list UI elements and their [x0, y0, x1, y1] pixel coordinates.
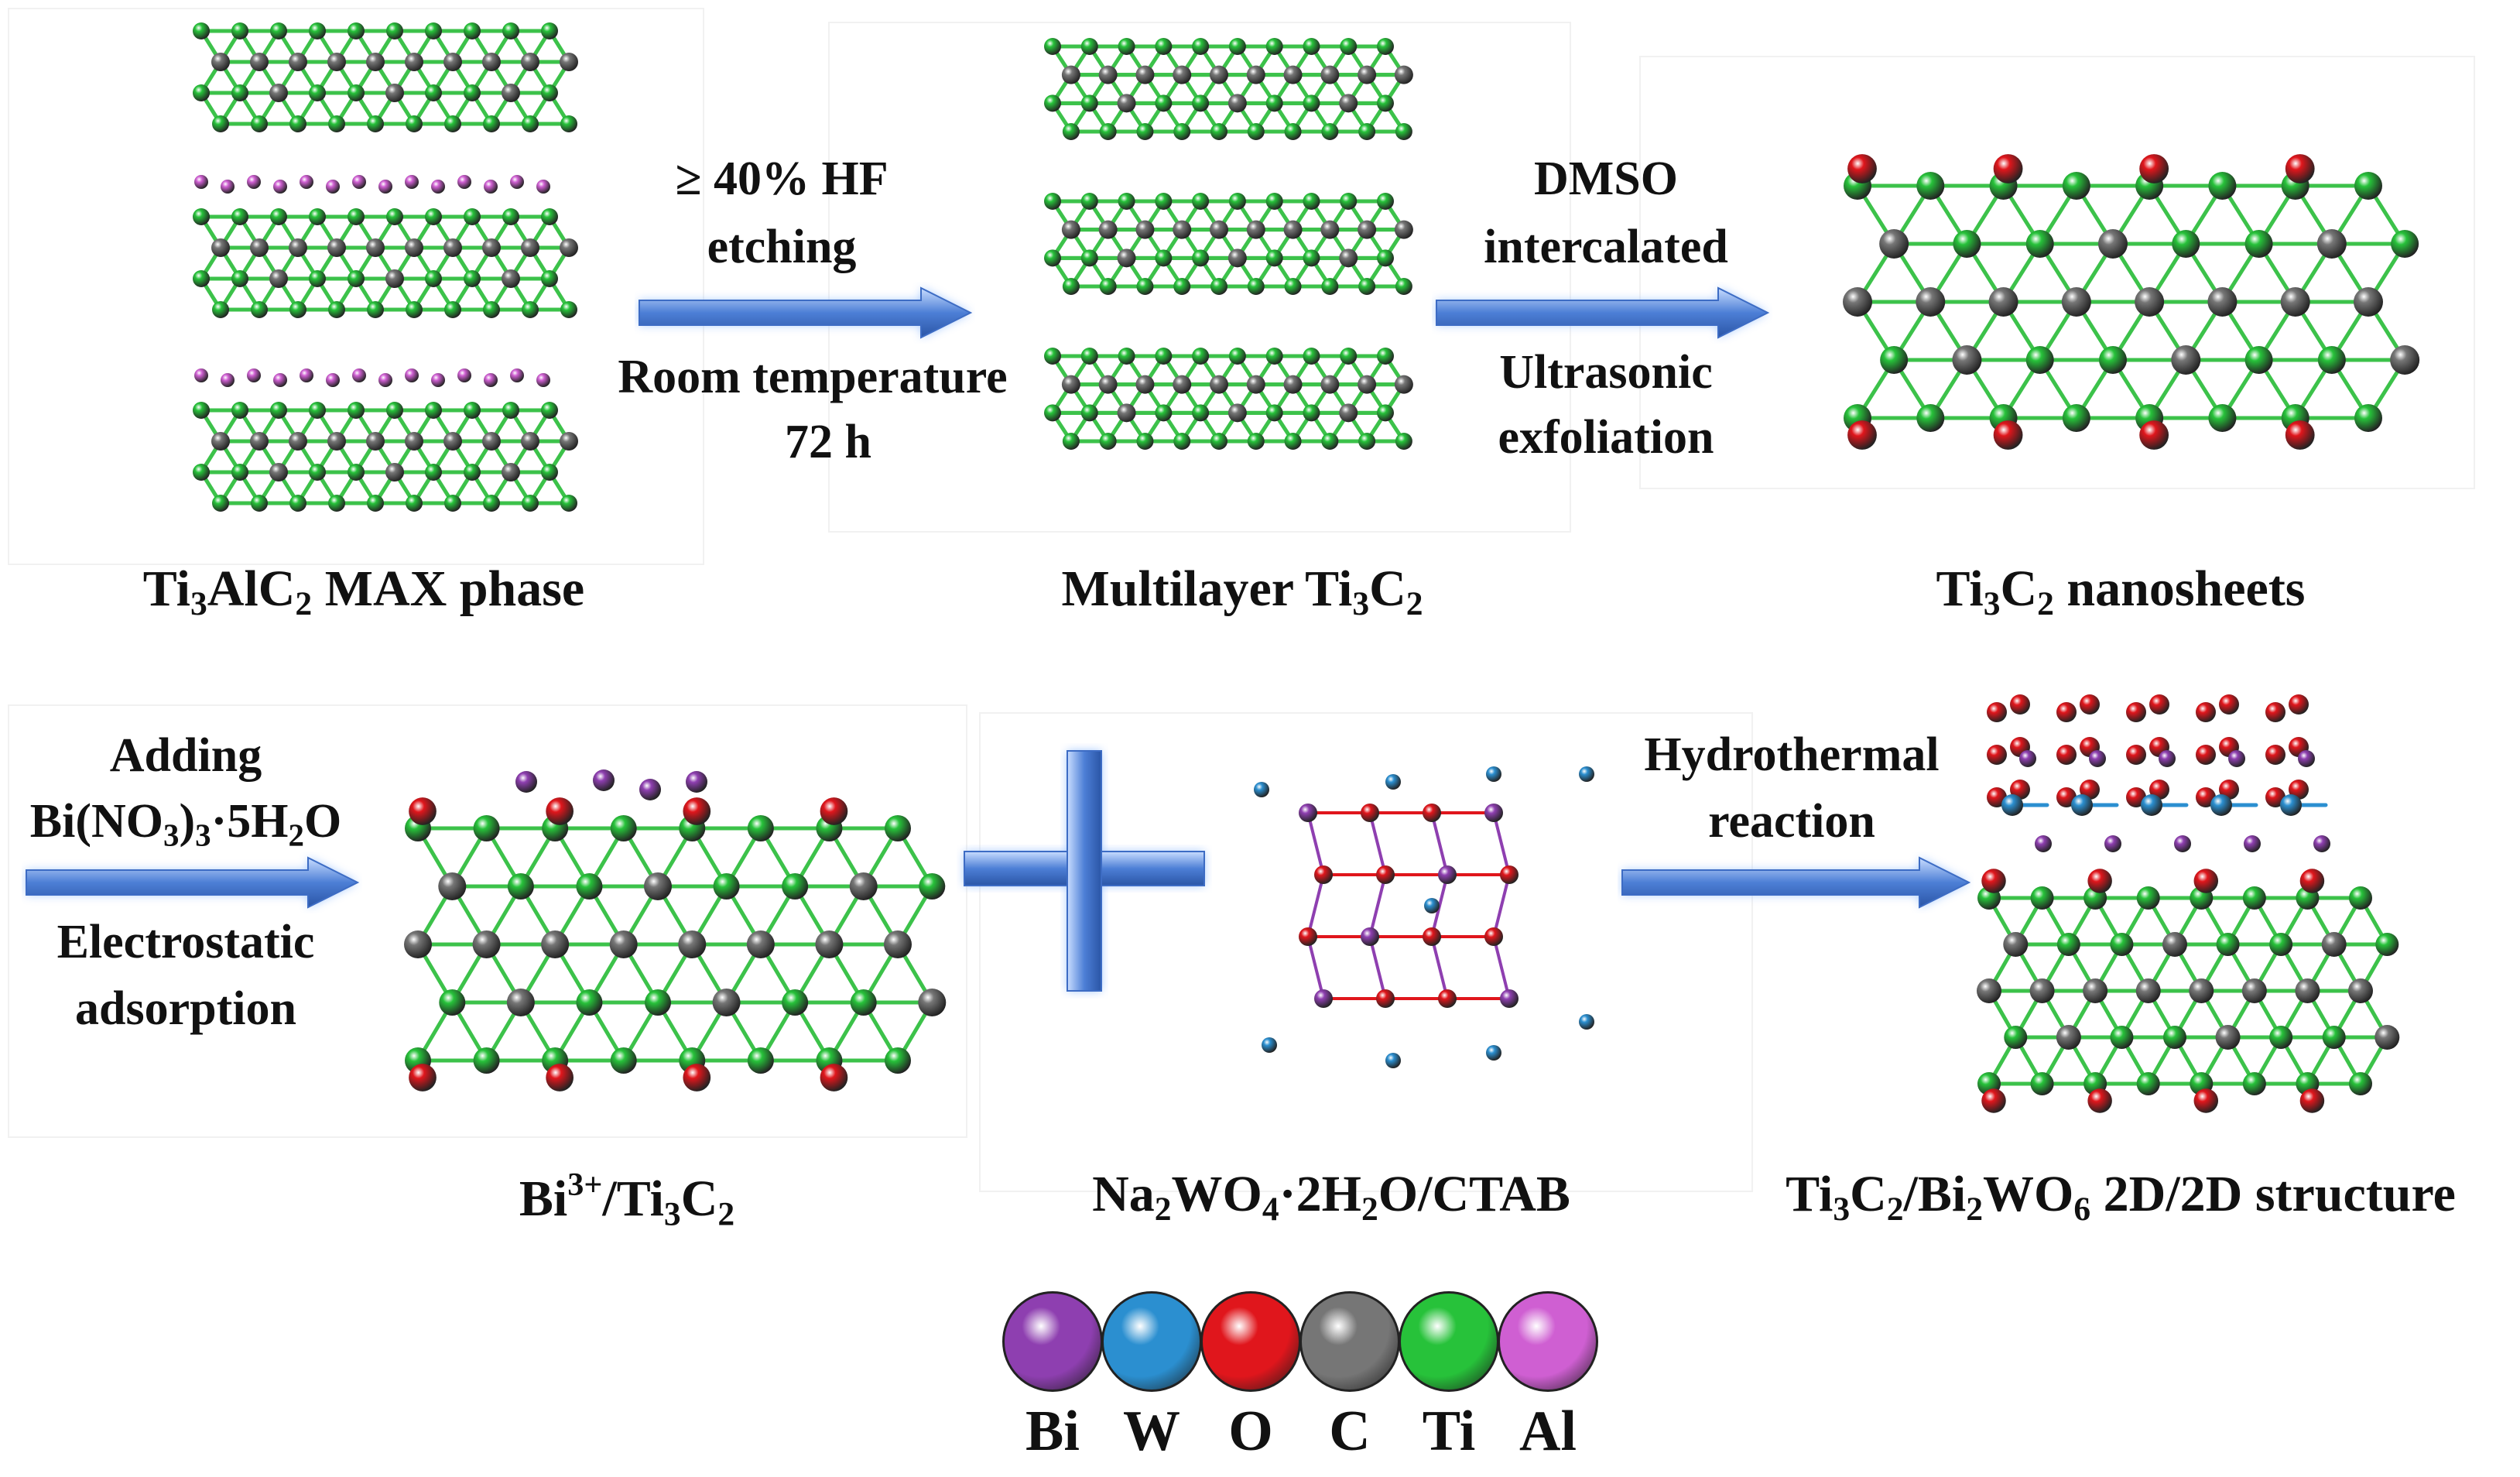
multilayer-frame: [828, 22, 1571, 533]
nanosheets-frame: [1639, 56, 2475, 489]
multilayer-ti3c2-structure: [1044, 38, 1413, 450]
na2wo4-ctab-structure: [1254, 766, 1594, 1068]
legend-label-ti: Ti: [1422, 1400, 1476, 1463]
label-ti3c2-bi2wo6: Ti3C2/Bi2WO6 2D/2D structure: [1786, 1166, 2456, 1229]
bi-ti3c2-structure: [404, 769, 947, 1091]
arrow-dmso-intercalation: [1436, 286, 1770, 339]
step2-line3: Ultrasonic: [1499, 346, 1713, 399]
legend-ball-bi: [1002, 1291, 1103, 1392]
step3-line1: Adding: [109, 729, 262, 782]
legend-ball-al: [1498, 1291, 1598, 1392]
step3-line4: adsorption: [75, 982, 296, 1035]
label-ti3alc2-max-phase: Ti3AlC2 MAX phase: [142, 560, 585, 623]
ti3alc2-max-phase-structure: [193, 22, 578, 512]
arrow-hydrothermal-reaction: [1621, 856, 1971, 909]
arrow-hf-etching: [639, 286, 973, 339]
step1-line1: ≥ 40% HF: [675, 152, 889, 205]
legend-ball-w: [1101, 1291, 1202, 1392]
legend-label-w: W: [1123, 1400, 1180, 1463]
step2-line1: DMSO: [1534, 152, 1678, 205]
legend-ball-c: [1299, 1291, 1400, 1392]
legend-ball-ti: [1399, 1291, 1499, 1392]
bi-ti3c2-frame: [8, 704, 967, 1138]
step4-line2: reaction: [1708, 795, 1875, 848]
ti3c2-nanosheet-structure: [1843, 154, 2420, 450]
ti3c2-bi2wo6-structure: [1977, 694, 2400, 1113]
legend-ball-o: [1200, 1291, 1301, 1392]
legend-label-c: C: [1329, 1400, 1371, 1463]
step1-line4: 72 h: [785, 416, 871, 468]
step1-line2: etching: [707, 221, 857, 273]
legend-label-al: Al: [1519, 1400, 1577, 1463]
step1-line3: Room temperature: [618, 351, 1008, 403]
step2-line2: intercalated: [1484, 221, 1728, 273]
na2wo4-frame: [979, 712, 1753, 1192]
arrow-electrostatic-adsorption: [26, 856, 360, 909]
legend-label-bi: Bi: [1025, 1400, 1080, 1463]
label-ti3c2-nanosheets: Ti3C2 nanosheets: [1936, 560, 2306, 623]
plus-sign-icon: [964, 750, 1205, 992]
label-multilayer-ti3c2: Multilayer Ti3C2: [1061, 560, 1423, 623]
step2-line4: exfoliation: [1498, 411, 1714, 464]
label-bi-ti3c2: Bi3+/Ti3C2: [519, 1167, 735, 1233]
step3-line3: Electrostatic: [56, 916, 315, 968]
label-na2wo4-ctab: Na2WO4·2H2O/CTAB: [1092, 1166, 1570, 1229]
max-phase-frame: [8, 8, 704, 565]
step4-line1: Hydrothermal: [1644, 728, 1940, 781]
legend-label-o: O: [1228, 1400, 1273, 1463]
step3-line2: Bi(NO3)3·5H2O: [29, 795, 342, 853]
